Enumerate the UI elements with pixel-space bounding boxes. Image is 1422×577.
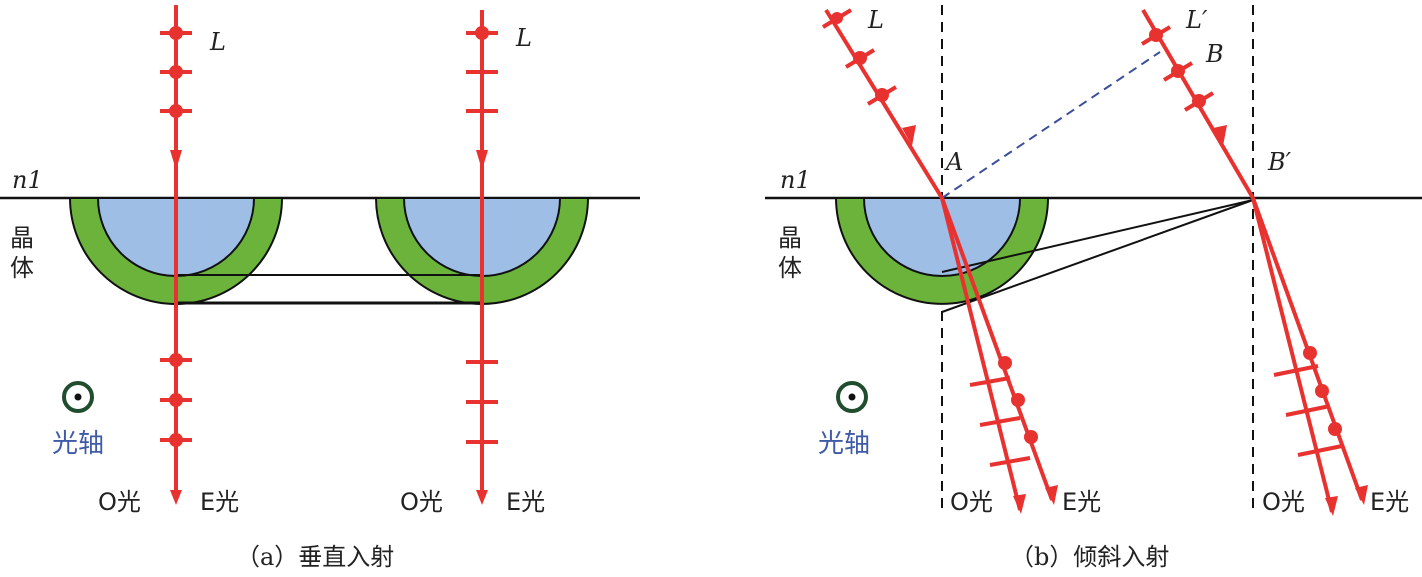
panel-a-medium-label: n1 (12, 166, 43, 194)
panel-b-ray-left-label: L (867, 6, 884, 34)
panel-a-o-left: O光 (98, 488, 141, 516)
crystal-inner-core (862, 197, 1022, 277)
panel-a-crystal-label-2: 体 (10, 254, 34, 282)
panel-b-incident-wavefront (941, 51, 1161, 199)
panel-b-optic-axis-icon (836, 381, 868, 413)
panel-b-left-refracted-rays (940, 197, 1058, 514)
e-ray (940, 197, 1054, 501)
panel-a-e-right: E光 (506, 488, 545, 516)
o-ray (1251, 197, 1334, 513)
panel-b: n1 晶 体 光轴 L L′ A B B′ O光 E光 O光 E光 （b）倾斜入… (765, 5, 1422, 571)
panel-a-ray-left-label: L (209, 28, 226, 56)
panel-a-ray-right-label: L (515, 24, 532, 52)
panel-b-tangent-outer (941, 199, 1254, 313)
panel-a-e-left: E光 (200, 488, 239, 516)
panel-a-caption: （a）垂直入射 (236, 543, 394, 571)
panel-b-left-incident-ray (821, 8, 944, 200)
panel-a-left-ray (160, 5, 192, 505)
panel-b-crystal-label-1: 晶 (778, 224, 802, 252)
panel-b-o-right: O光 (1262, 488, 1305, 516)
panel-b-e-right: E光 (1370, 488, 1409, 516)
panel-a-o-right: O光 (400, 488, 443, 516)
panel-b-caption: （b）倾斜入射 (1010, 543, 1169, 571)
panel-b-right-incident-ray (1140, 8, 1255, 200)
panel-b-point-b-prime: B′ (1267, 148, 1292, 176)
panel-b-tangent-inner (941, 199, 1254, 273)
panel-b-ray-right-label: L′ (1185, 6, 1208, 34)
panel-b-e-left: E光 (1062, 488, 1101, 516)
o-ray (940, 197, 1022, 511)
panel-a-crystal-label-1: 晶 (10, 224, 34, 252)
panel-b-medium-label: n1 (780, 166, 811, 194)
panel-b-axis-label: 光轴 (818, 429, 870, 459)
panel-a-axis-label: 光轴 (52, 429, 104, 459)
panel-a-right-ray (466, 10, 498, 505)
panel-b-point-a: A (944, 148, 963, 176)
panel-a: n1 晶 体 光轴 L L O光 E光 O光 E光 （a）垂直入射 (0, 5, 640, 571)
panel-b-crystal-label-2: 体 (778, 254, 802, 282)
panel-b-o-left: O光 (950, 488, 993, 516)
panel-b-crystal (834, 197, 1050, 305)
panel-a-optic-axis-icon (62, 381, 94, 413)
panel-b-right-refracted-rays (1251, 197, 1368, 516)
panel-b-point-b: B (1205, 40, 1224, 68)
